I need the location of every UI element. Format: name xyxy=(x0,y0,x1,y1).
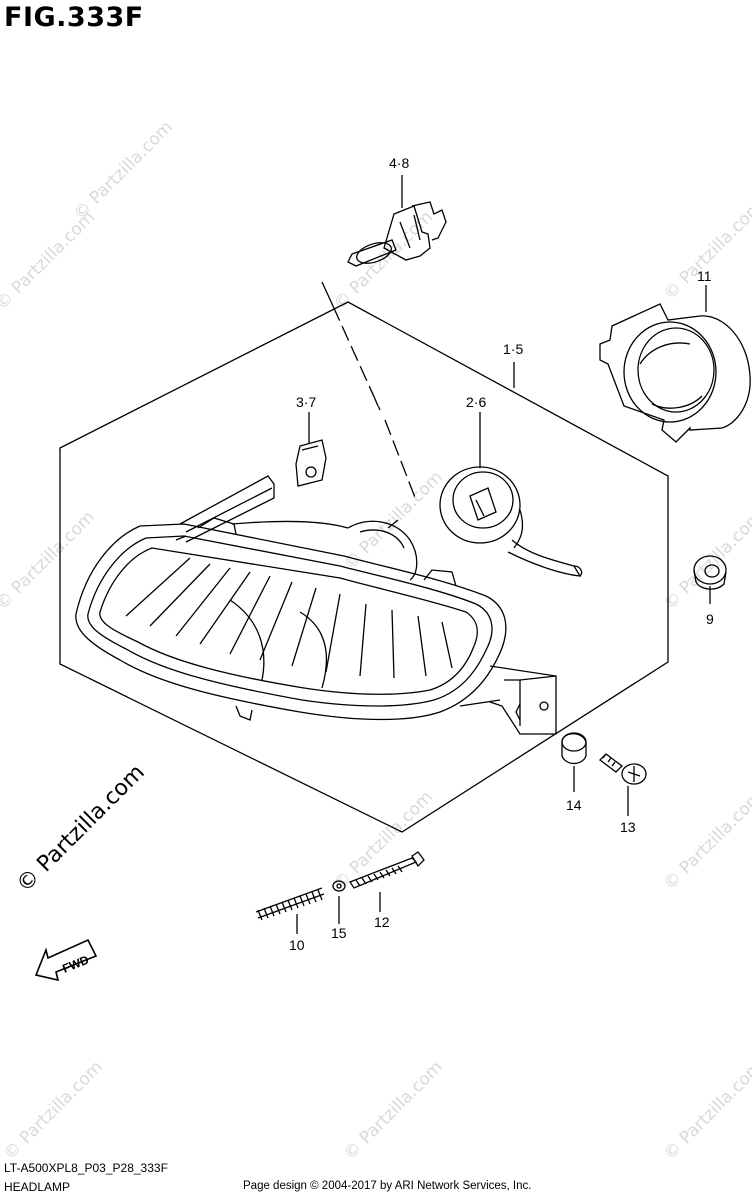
socket-wire-part xyxy=(439,412,583,577)
screw-part xyxy=(599,753,647,816)
section-name: HEADLAMP xyxy=(4,1180,71,1194)
washer-part xyxy=(332,880,346,924)
callout-1-5: 1·5 xyxy=(503,341,523,357)
callout-2-6: 2·6 xyxy=(466,394,486,410)
socket-ring-part xyxy=(599,285,751,443)
headlamp-housing xyxy=(75,475,557,735)
model-code: LT-A500XPL8_P03_P28_333F xyxy=(4,1161,168,1175)
credit-line: Page design © 2004-2017 by ARI Network S… xyxy=(243,1180,532,1192)
callout-10: 10 xyxy=(289,937,305,953)
bulb-part xyxy=(347,175,447,267)
callout-15: 15 xyxy=(331,925,347,941)
callout-9: 9 xyxy=(706,611,714,627)
cap-part xyxy=(295,412,327,487)
bulb-leader xyxy=(321,281,334,307)
adjust-screw-part xyxy=(349,851,425,912)
callout-13: 13 xyxy=(620,819,636,835)
callout-4-8: 4·8 xyxy=(389,155,409,171)
assembly-outline xyxy=(59,301,669,833)
figure-title: FIG.333F xyxy=(4,2,144,33)
grommet-part xyxy=(693,555,727,604)
fwd-arrow-icon: FWD xyxy=(34,938,98,982)
callout-3-7: 3·7 xyxy=(296,394,316,410)
spring-part xyxy=(255,887,325,934)
callout-11: 11 xyxy=(697,268,712,284)
callout-12: 12 xyxy=(374,914,390,930)
collar-part xyxy=(561,732,587,792)
bulb-leader-dashed xyxy=(332,305,417,501)
callout-14: 14 xyxy=(566,797,582,813)
